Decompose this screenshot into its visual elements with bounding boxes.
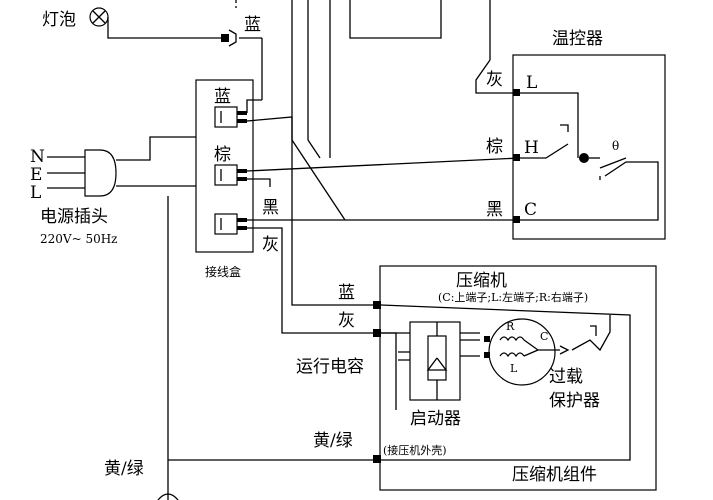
bulb-label: 灯泡 [42, 10, 76, 30]
thermo-wire-label-black: 黑 [486, 200, 503, 220]
bulb-icon [89, 7, 237, 47]
plug-terminal-L: L [30, 183, 41, 203]
motor-terminal-R: R [506, 320, 515, 333]
overload-label-line1: 过载 [549, 367, 583, 387]
wire-label-blue-top: 蓝 [244, 15, 261, 35]
thermo-terminal-L: L [526, 73, 537, 93]
ground-symbol-icon [157, 493, 179, 500]
shell-note: (接压机外壳) [383, 443, 447, 457]
jb-terminal-3 [214, 213, 247, 235]
top-device [291, 0, 515, 150]
thermo-terminal-C: C [524, 200, 537, 220]
overload-label-line2: 保护器 [549, 391, 600, 411]
motor-terminal-C: C [540, 330, 548, 343]
junction-box-label: 接线盒 [205, 264, 241, 279]
starter-label: 启动器 [410, 409, 461, 429]
ground-label-right: 黄/绿 [313, 431, 353, 451]
thermostat-label: 温控器 [552, 29, 603, 49]
jb-wire-label-gray: 灰 [262, 235, 279, 255]
power-plug-label: 电源插头 [40, 207, 108, 227]
starter-icon [409, 321, 480, 401]
thermo-wire-label-brown: 棕 [486, 137, 503, 157]
compressor-label: 压缩机 [456, 271, 507, 291]
comp-wire-label-gray: 灰 [338, 311, 355, 331]
jb-label-blue: 蓝 [214, 87, 231, 107]
power-plug-spec: 220V~ 50Hz [40, 232, 118, 246]
compressor-motor-icon [484, 315, 611, 386]
motor-terminal-L: L [510, 362, 518, 375]
run-capacitor-label: 运行电容 [296, 357, 364, 377]
plug-terminal-N: N [30, 147, 45, 167]
power-plug-icon [47, 136, 196, 500]
comp-wire-label-blue: 蓝 [338, 283, 355, 303]
thermostat-box [512, 54, 666, 240]
compressor-assembly-label: 压缩机组件 [512, 465, 597, 485]
jb-terminal-2 [214, 164, 247, 186]
plug-terminal-E: E [30, 165, 42, 185]
thermo-wire-label-gray: 灰 [486, 70, 503, 90]
compressor-terminals-note: (C:上端子;L:左端子;R:右端子) [438, 290, 588, 304]
jb-wire-label-black: 黑 [262, 198, 279, 218]
thermo-terminal-H: H [524, 138, 539, 158]
jb-label-brown: 棕 [214, 145, 231, 165]
ground-label-left: 黄/绿 [104, 459, 144, 479]
jb-terminal-1 [214, 106, 247, 128]
thermo-theta: θ [612, 139, 619, 153]
